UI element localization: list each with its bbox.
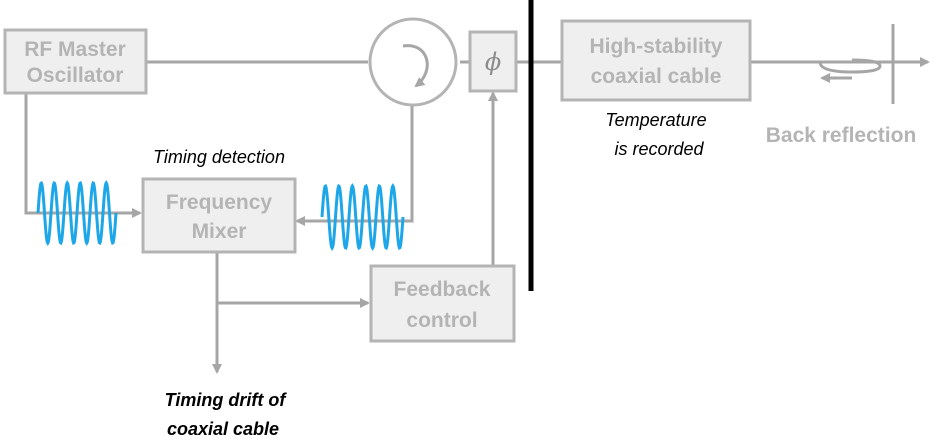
wave-left-signal (36, 180, 118, 246)
coaxial-cable-label-2: coaxial cable (591, 65, 722, 88)
back-reflection-label: Back reflection (766, 124, 917, 147)
coaxial-cable-block: High-stability coaxial cable (560, 19, 752, 102)
circulator (368, 17, 458, 107)
timing-drift-label-2: coaxial cable (167, 419, 279, 439)
feedback-control-block: Feedback control (369, 264, 516, 343)
feedback-label-2: control (406, 309, 477, 332)
rf-master-oscillator-block: RF Master Oscillator (3, 28, 148, 95)
coaxial-cable-label-1: High-stability (589, 35, 722, 58)
timing-detection-label: Timing detection (153, 147, 285, 167)
temperature-label-2: is recorded (614, 139, 704, 159)
mixer-label-1: Frequency (166, 191, 273, 214)
feedback-label-1: Feedback (394, 278, 491, 301)
mixer-label-2: Mixer (192, 220, 247, 243)
circulator-arrow-icon (402, 44, 429, 88)
temperature-label-1: Temperature (605, 110, 706, 130)
timing-drift-label-1: Timing drift of (165, 390, 288, 410)
back-reflection-loop (818, 58, 882, 83)
connection-lines (24, 24, 930, 374)
phase-shifter-block: ϕ (468, 30, 518, 93)
rf-master-label-2: Oscillator (27, 64, 124, 87)
rf-master-label-1: RF Master (24, 38, 126, 61)
frequency-mixer-block: Frequency Mixer (141, 177, 297, 254)
wave-right-signal (320, 183, 405, 251)
phase-shifter-symbol: ϕ (485, 48, 501, 76)
